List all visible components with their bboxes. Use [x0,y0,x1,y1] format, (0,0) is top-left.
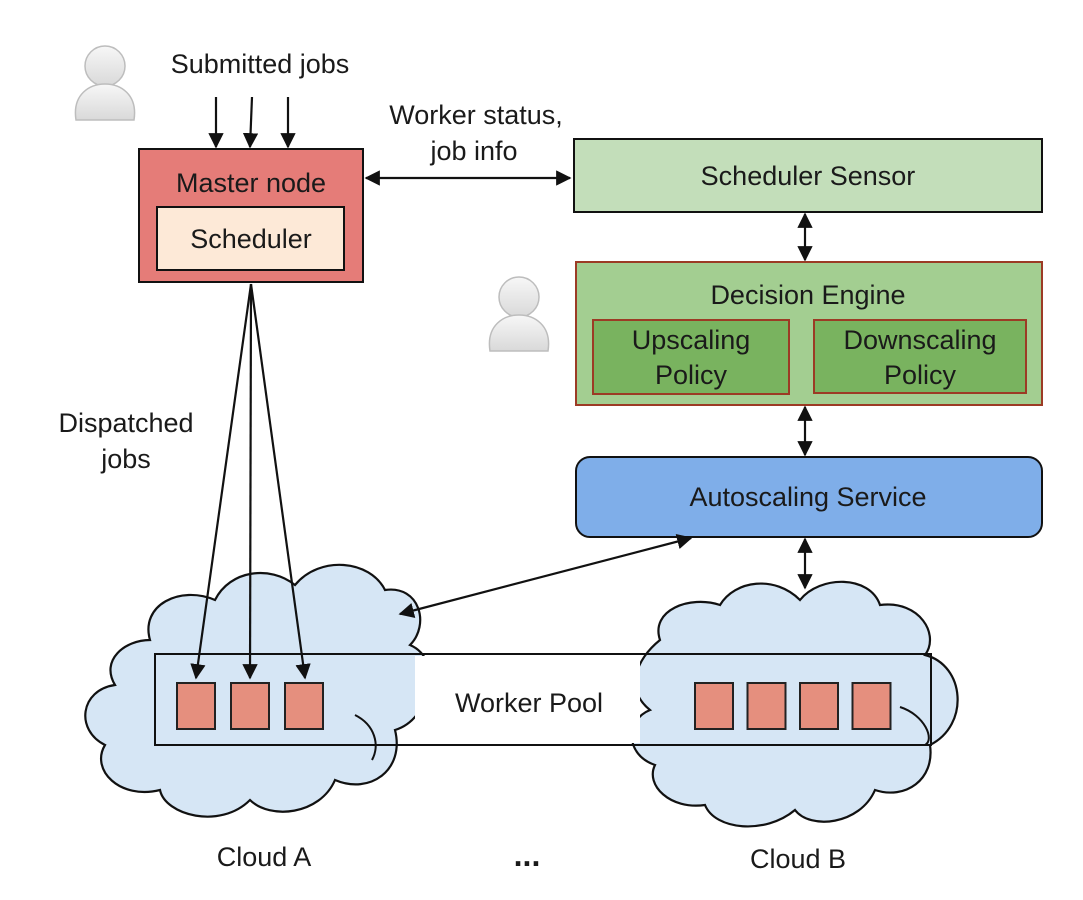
decision-engine-label: Decision Engine [710,280,905,310]
dispatched-label-1: Dispatched [58,408,193,438]
worker-pool-label: Worker Pool [455,688,603,718]
scheduler-sensor-box[interactable]: Scheduler Sensor [573,138,1043,213]
upscaling-label-2: Policy [655,360,728,390]
worker-node-cloud-b[interactable] [746,682,787,730]
dispatch-arrow-2 [242,283,258,680]
cloud-a-workers [176,682,324,730]
submitted-arrow-2 [242,96,259,149]
autoscaling-service-label: Autoscaling Service [689,482,926,512]
cloud-b-workers [694,682,892,730]
worker-node-cloud-b[interactable] [799,682,839,730]
autoscaling-cloud-a-arrow [398,534,693,618]
cloud-a-arc [354,714,377,761]
scheduler-box[interactable] [156,206,345,271]
scheduler-sensor-label: Scheduler Sensor [701,161,916,191]
worker-pool-box [154,653,932,746]
upscaling-policy-box[interactable]: Upscaling Policy [592,319,790,395]
worker-node-cloud-a[interactable] [284,682,324,730]
admin-user-icon [488,276,550,352]
dispatched-label-2: jobs [100,444,151,474]
cloud-b [630,580,959,828]
downscaling-label-2: Policy [884,360,957,390]
worker-node-cloud-b[interactable] [851,682,892,730]
worker-node-cloud-a[interactable] [176,682,216,730]
dispatch-arrow-1 [190,283,253,680]
submitted-jobs-label: Submitted jobs [171,49,350,79]
upscaling-label-1: Upscaling [632,325,751,355]
master-node-box[interactable]: Master node Scheduler [138,148,364,283]
decision-engine-box[interactable]: Decision Engine Upscaling Policy Downsca… [575,261,1043,406]
user-icon [74,45,136,121]
cloud-b-arc [899,706,930,746]
autoscaling-service-box[interactable]: Autoscaling Service [575,456,1043,538]
worker-node-cloud-b[interactable] [694,682,734,730]
worker-status-label-1: Worker status, [389,100,563,130]
dispatch-arrow-3 [249,283,311,680]
cloud-b-label: Cloud B [750,844,846,874]
worker-status-label-2: job info [429,136,517,166]
downscaling-label-1: Downscaling [843,325,996,355]
downscaling-policy-box[interactable]: Downscaling Policy [813,319,1027,394]
worker-pool-gap [415,656,640,743]
master-node-label: Master node [176,168,326,198]
worker-node-cloud-a[interactable] [230,682,270,730]
cloud-a-label: Cloud A [217,842,312,872]
scheduler-label: Scheduler [190,224,312,254]
ellipsis-label: ... [514,837,541,873]
